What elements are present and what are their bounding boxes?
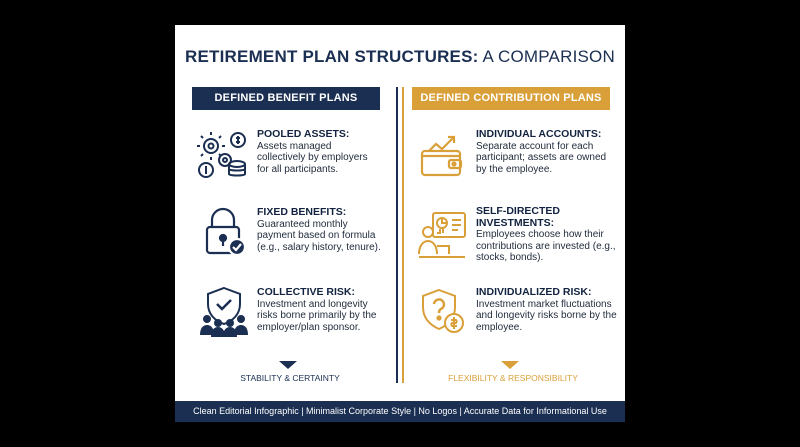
divider-gold xyxy=(402,87,404,383)
bottom-banner: Clean Editorial Infographic | Minimalist… xyxy=(175,401,625,422)
stability-label: STABILITY & CERTAINTY xyxy=(240,373,340,383)
individualized-risk-text: INDIVIDUALIZED RISK: Investment market f… xyxy=(476,286,617,333)
person-dashboard-icon xyxy=(417,210,469,262)
infographic-card: RETIREMENT PLAN STRUCTURES: A COMPARISON… xyxy=(175,25,625,422)
defined-contribution-header: DEFINED CONTRIBUTION PLANS xyxy=(412,87,610,110)
defined-benefit-header: DEFINED BENEFIT PLANS xyxy=(192,87,380,110)
shield-group-icon xyxy=(197,285,251,337)
triangle-down-navy-icon xyxy=(279,361,297,369)
gears-coins-icon xyxy=(195,130,249,182)
lock-check-icon xyxy=(203,207,249,257)
self-directed-investments-text: SELF-DIRECTED INVESTMENTS: Employees cho… xyxy=(476,205,616,263)
divider-navy xyxy=(396,87,398,383)
pooled-assets-text: POOLED ASSETS: Assets managed collective… xyxy=(257,128,368,175)
wallet-growth-icon xyxy=(419,129,467,179)
collective-risk-text: COLLECTIVE RISK: Investment and longevit… xyxy=(257,286,377,333)
page-title: RETIREMENT PLAN STRUCTURES: A COMPARISON xyxy=(185,47,615,66)
triangle-down-gold-icon xyxy=(501,361,519,369)
individual-accounts-text: INDIVIDUAL ACCOUNTS: Separate account fo… xyxy=(476,128,607,175)
fixed-benefits-text: FIXED BENEFITS: Guaranteed monthly payme… xyxy=(257,206,381,253)
shield-question-coin-icon xyxy=(419,287,467,339)
flexibility-label: FLEXIBILITY & RESPONSIBILITY xyxy=(448,373,578,383)
